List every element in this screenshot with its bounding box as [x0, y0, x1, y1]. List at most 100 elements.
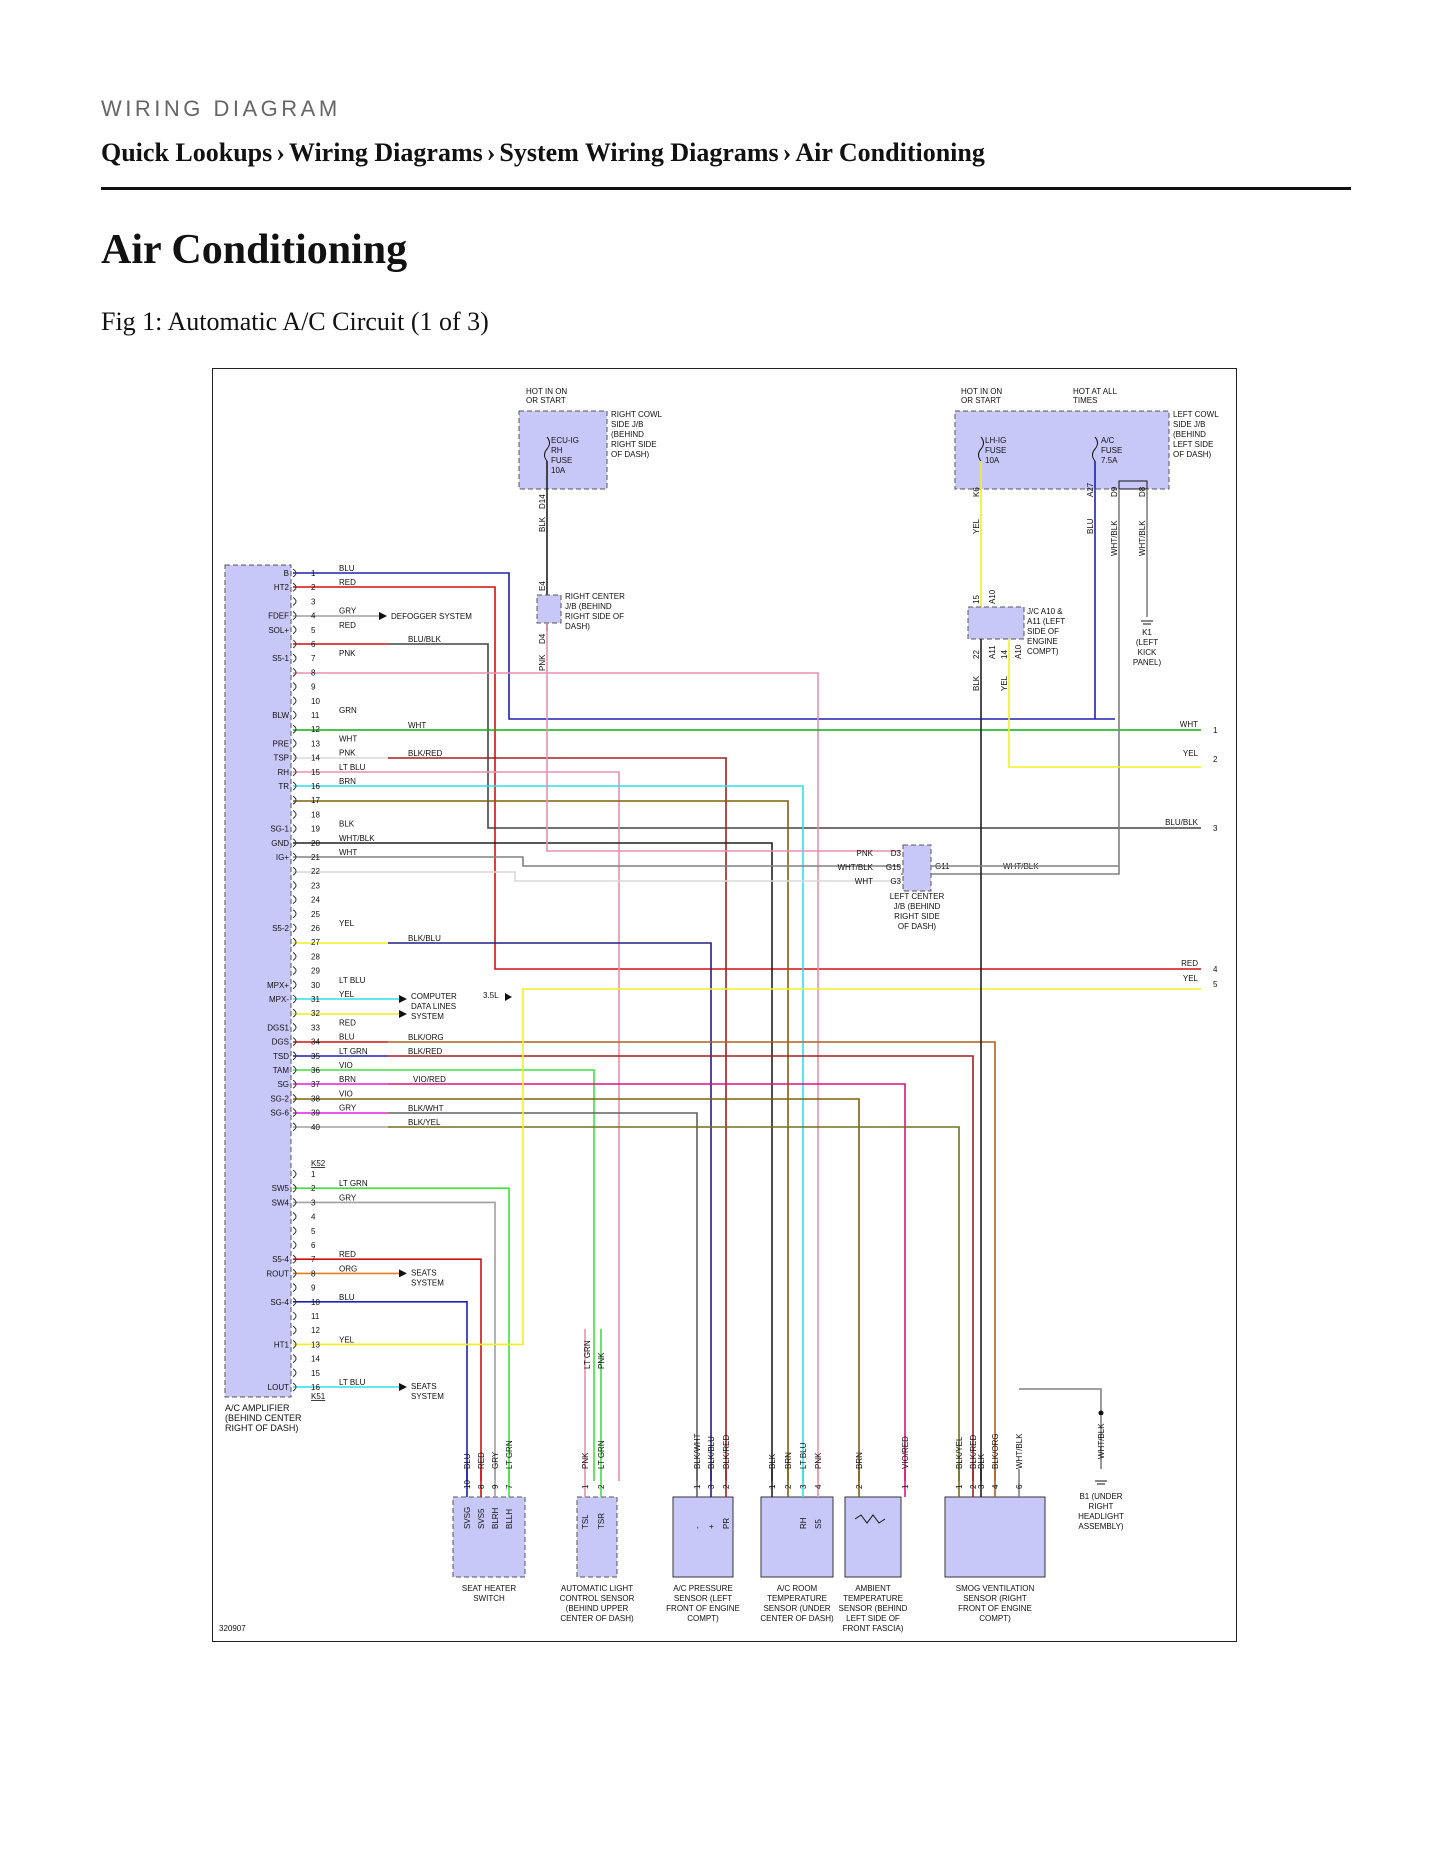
component-label: COMPT) [979, 1614, 1011, 1623]
pin-number: 1 [311, 569, 316, 578]
pin-label: D8 [1138, 486, 1147, 497]
wire-k51-3 [293, 1201, 496, 1481]
terminal-label: TSL [581, 1514, 590, 1529]
amp-terminal-label: SOL+ [268, 626, 289, 635]
component-label: SMOG VENTILATION [956, 1584, 1035, 1593]
breadcrumb: Quick Lookups›Wiring Diagrams›System Wir… [101, 138, 985, 168]
amp-terminal-label: SG-4 [270, 1298, 289, 1307]
component-label: (BEHIND UPPER [566, 1604, 629, 1613]
diagram-id: 320907 [219, 1624, 246, 1633]
pin-number: 5 [311, 1227, 316, 1236]
component-label: TEMPERATURE [767, 1594, 827, 1603]
right-cowl-jb-label: RIGHT COWL [611, 410, 663, 419]
breadcrumb-air-conditioning[interactable]: Air Conditioning [795, 138, 985, 167]
wire-color-label: PNK [581, 1452, 590, 1469]
pin-number: 2 [311, 1184, 316, 1193]
wire-k52-20 [293, 856, 901, 867]
wire-whtblk-b1 [1019, 1388, 1102, 1411]
wire-color-label: BLK/WHT [408, 1104, 444, 1113]
pin-number: 3 [799, 1484, 808, 1489]
wire-color-label: RED [339, 621, 356, 630]
wire-k52-16 [293, 800, 789, 1481]
seats-system-label: SEATS [411, 1268, 437, 1277]
pin-label: 14 [1000, 650, 1009, 659]
connector-mark [292, 767, 297, 777]
breadcrumb-quick-lookups[interactable]: Quick Lookups [101, 138, 273, 167]
connector-mark [292, 895, 297, 905]
left-cowl-jb-label: SIDE J/B [1173, 420, 1205, 429]
wire-color-label: BLU/BLK [408, 635, 442, 644]
fuse-ecu-label: RH [551, 446, 563, 455]
connector-mark [292, 923, 297, 933]
power-label: HOT IN ON [961, 387, 1002, 396]
wire-color-label: WHT [408, 721, 426, 730]
seats-system-label: SEATS [411, 1382, 437, 1391]
connector-mark [292, 937, 297, 947]
wire-color-label: YEL [972, 518, 981, 534]
left-center-jb-label: J/B (BEHIND [894, 902, 941, 911]
connector-mark [292, 1093, 297, 1103]
pin-label: A11 [988, 645, 997, 659]
wire-color-label: PNK [857, 849, 874, 858]
connector-mark [292, 1226, 297, 1236]
connector-mark [292, 1382, 297, 1392]
pin-number: 21 [311, 853, 320, 862]
wire-color-label: BLK/YEL [408, 1118, 441, 1127]
wire-color-label: VIO/RED [901, 1436, 910, 1469]
pin-number: 13 [311, 739, 320, 748]
connector-mark [292, 909, 297, 919]
wire-k52-5-far [388, 643, 1201, 829]
component-body [944, 1496, 1046, 1578]
wire-color-label: BLK/WHT [693, 1433, 702, 1469]
amp-terminal-label: DGS [272, 1038, 289, 1047]
wire-color-label: VIO [339, 1061, 353, 1070]
component-label: CENTER OF DASH) [760, 1614, 834, 1623]
left-center-jb-label: RIGHT SIDE [894, 912, 940, 921]
breadcrumb-separator: › [486, 138, 496, 167]
breadcrumb-system-wiring-diagrams[interactable]: System Wiring Diagrams [499, 138, 779, 167]
wire-k51-13 [293, 988, 1201, 1346]
connector-mark [292, 582, 297, 592]
pin-number: 16 [311, 1383, 320, 1392]
pin-number: 2 [597, 1484, 606, 1489]
connector-mark [292, 696, 297, 706]
wire-k52-15 [293, 785, 804, 1481]
fuse-icon [978, 436, 984, 462]
power-label: OR START [961, 396, 1001, 405]
wire-k52-2 [293, 586, 1201, 970]
breadcrumb-separator: › [276, 138, 285, 167]
fuse-icon [1092, 436, 1098, 462]
wire-color-label: PNK [339, 749, 356, 758]
pin-label: D14 [538, 494, 547, 509]
pin-number: 3 [977, 1484, 986, 1489]
pin-number: 1 [693, 1484, 702, 1489]
wire-color-label: BLK/YEL [955, 1436, 964, 1469]
wire-color-label: WHT/BLK [837, 863, 873, 872]
connector-dot [1098, 1410, 1104, 1416]
component-label: A/C PRESSURE [673, 1584, 733, 1593]
ac-amplifier-label: (BEHIND CENTER [225, 1413, 302, 1423]
pin-number: 35 [311, 1052, 320, 1061]
breadcrumb-wiring-diagrams[interactable]: Wiring Diagrams [288, 138, 483, 167]
wire-k52-26-far [388, 942, 712, 1481]
connector-k51-label: K51 [311, 1392, 326, 1401]
wire-color-label: RED [339, 578, 356, 587]
amp-terminal-label: LOUT [268, 1383, 289, 1392]
terminal-label: RH [799, 1517, 808, 1529]
pin-number: 14 [311, 1355, 320, 1364]
component-label: FRONT OF ENGINE [666, 1604, 740, 1613]
pin-number: 4 [991, 1484, 1000, 1489]
wire-color-label: BLK/RED [408, 1047, 442, 1056]
connector-mark [292, 1283, 297, 1293]
component-body [576, 1496, 618, 1578]
pin-number: 31 [311, 995, 320, 1004]
wire-color-label: RED [477, 1452, 486, 1469]
connector-mark [292, 1368, 297, 1378]
component-label: AMBIENT [855, 1584, 891, 1593]
wire-color-label: RED [1181, 959, 1198, 968]
wire-color-label: LT GRN [597, 1440, 606, 1469]
pin-number: 10 [311, 1298, 320, 1307]
pin-number: 9 [311, 683, 316, 692]
connector-mark [292, 625, 297, 635]
